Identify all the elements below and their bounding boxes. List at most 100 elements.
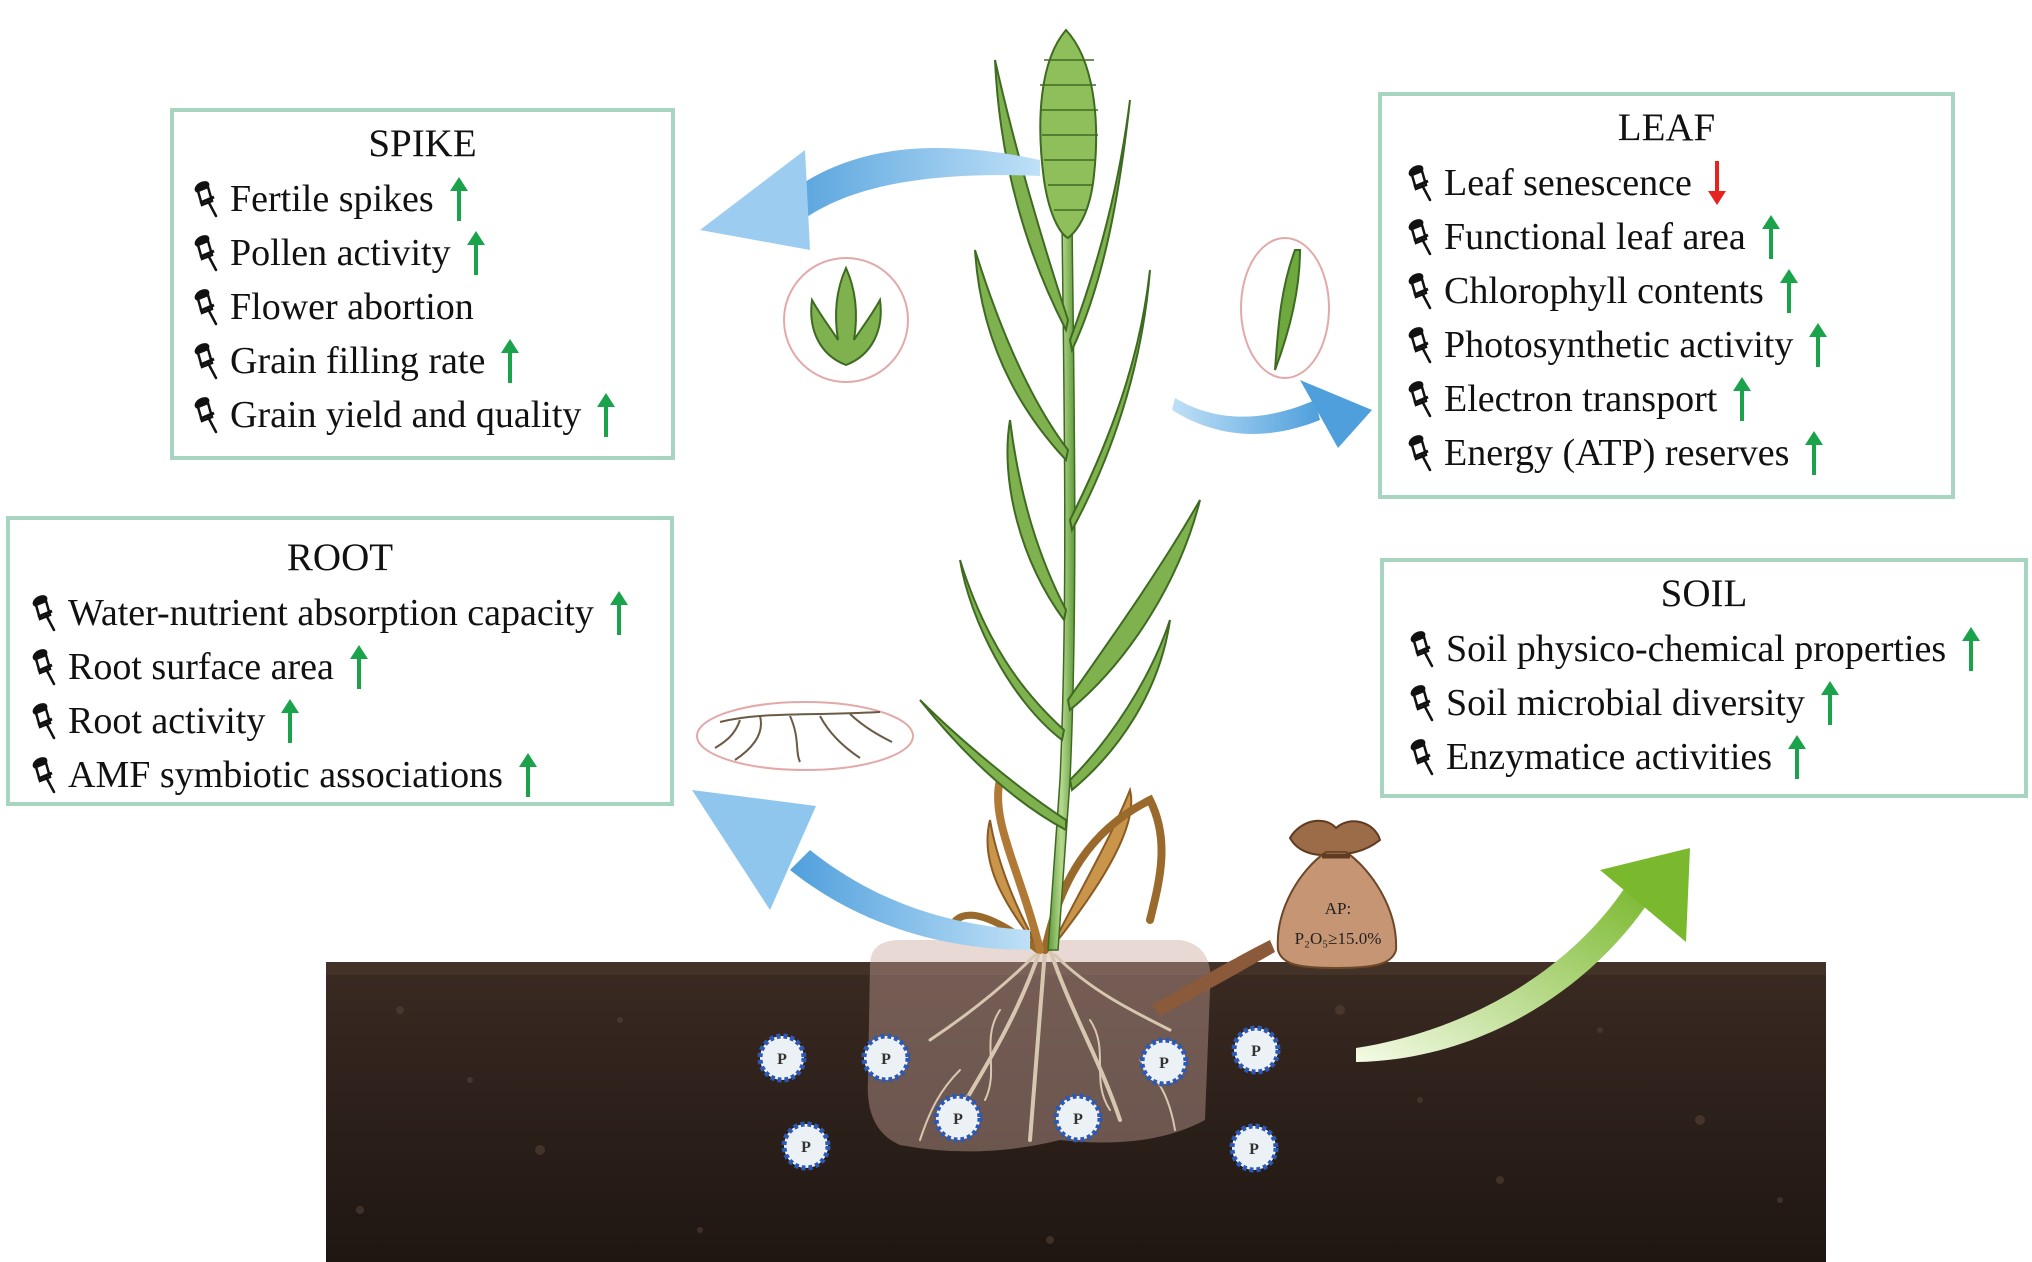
p-marker: P [933,1093,983,1143]
p-marker: P [861,1033,911,1083]
pushpin-icon [32,649,56,686]
list-item: AMF symbiotic associations [30,748,670,802]
arrow-to-leaf [1172,380,1372,448]
list-item-label: Chlorophyll contents [1444,270,1764,312]
pushpin-icon [194,289,218,326]
wheat-spike [1039,28,1098,240]
arrow-to-spike [700,148,1040,250]
spike-box-title: SPIKE [368,122,477,165]
green-up-arrow-icon [1761,215,1780,259]
green-up-arrow-icon [1809,323,1828,367]
green-up-arrow-icon [1820,681,1839,725]
list-item: Root activity [30,694,670,748]
pushpin-icon [194,235,218,272]
p-marker-label: P [881,1051,891,1068]
list-item-label: Soil physico-chemical properties [1446,628,1947,670]
green-up-arrow-icon [597,393,616,437]
leaf-inset [1240,237,1330,379]
pushpin-icon [1408,219,1432,256]
pushpin-icon [1408,273,1432,310]
list-item-label: Enzymatice activities [1446,736,1773,778]
list-item-label: AMF symbiotic associations [68,754,503,796]
list-item: Photosynthetic activity [1406,318,1951,372]
list-item: Grain filling rate [192,334,671,388]
root-inset [696,701,914,771]
list-item: Fertile spikes [192,172,671,226]
list-item: Leaf senescence [1406,156,1951,210]
pushpin-icon [194,397,218,434]
pushpin-icon [1410,739,1434,776]
list-item-label: Functional leaf area [1444,216,1746,258]
pushpin-icon [1410,631,1434,668]
green-up-arrow-icon [1962,627,1981,671]
p-marker-label: P [777,1051,787,1068]
list-item-label: Root activity [68,700,266,742]
list-item: Root surface area [30,640,670,694]
list-item: Flower abortion [192,280,671,334]
pushpin-icon [32,757,56,794]
pushpin-icon [32,595,56,632]
phosphorus-markers: P P P P P P P P [757,1025,1281,1173]
list-item-label: Flower abortion [230,286,474,328]
list-item-label: Soil microbial diversity [1446,682,1805,724]
p-marker: P [1053,1093,1103,1143]
list-item-label: Photosynthetic activity [1444,324,1794,366]
green-up-arrow-icon [518,753,537,797]
pushpin-icon [1408,165,1432,202]
green-up-arrow-icon [609,591,628,635]
list-item: Enzymatice activities [1408,730,2024,784]
green-up-arrow-icon [1788,735,1807,779]
green-up-arrow-icon [281,699,300,743]
green-up-arrow-icon [1779,269,1798,313]
list-item: Pollen activity [192,226,671,280]
list-item: Water-nutrient absorption capacity [30,586,670,640]
p-marker-label: P [953,1111,963,1128]
fertilizer-bag-line1: AP: [1325,899,1351,918]
p-marker: P [757,1033,807,1083]
red-down-arrow-icon [1707,161,1726,205]
p-marker: P [1231,1025,1281,1075]
green-up-arrow-icon [1733,377,1752,421]
p-marker: P [1139,1037,1189,1087]
list-item-label: Leaf senescence [1444,162,1692,204]
list-item-label: Root surface area [68,646,334,688]
pushpin-icon [1408,435,1432,472]
list-item-label: Grain filling rate [230,340,486,382]
fertilizer-bag-line2: P₂O₅≥15.0% [1295,929,1382,948]
green-up-arrow-icon [466,231,485,275]
spikelet-inset [783,257,909,383]
arrow-to-root [692,790,1030,950]
list-item: Chlorophyll contents [1406,264,1951,318]
green-up-arrow-icon [1805,431,1824,475]
pushpin-icon [194,181,218,218]
p-marker-label: P [1159,1055,1169,1072]
arrow-to-soil [1356,848,1690,1062]
list-item: Energy (ATP) reserves [1406,426,1951,480]
pushpin-icon [194,343,218,380]
p-marker: P [1229,1123,1279,1173]
green-up-arrow-icon [449,177,468,221]
list-item: Grain yield and quality [192,388,671,442]
pushpin-icon [32,703,56,740]
green-up-arrow-icon [501,339,520,383]
list-item-label: Energy (ATP) reserves [1444,432,1790,474]
list-item: Electron transport [1406,372,1951,426]
soil-box-title: SOIL [1660,572,1748,615]
fertilizer-bag: AP: P₂O₅≥15.0% [1152,819,1398,1016]
p-marker-label: P [801,1139,811,1156]
p-marker-label: P [1073,1111,1083,1128]
pushpin-icon [1408,381,1432,418]
list-item: Functional leaf area [1406,210,1951,264]
p-marker-label: P [1249,1141,1259,1158]
p-marker: P [781,1121,831,1171]
p-marker-label: P [1251,1043,1261,1060]
leaf-box-title: LEAF [1617,106,1716,149]
